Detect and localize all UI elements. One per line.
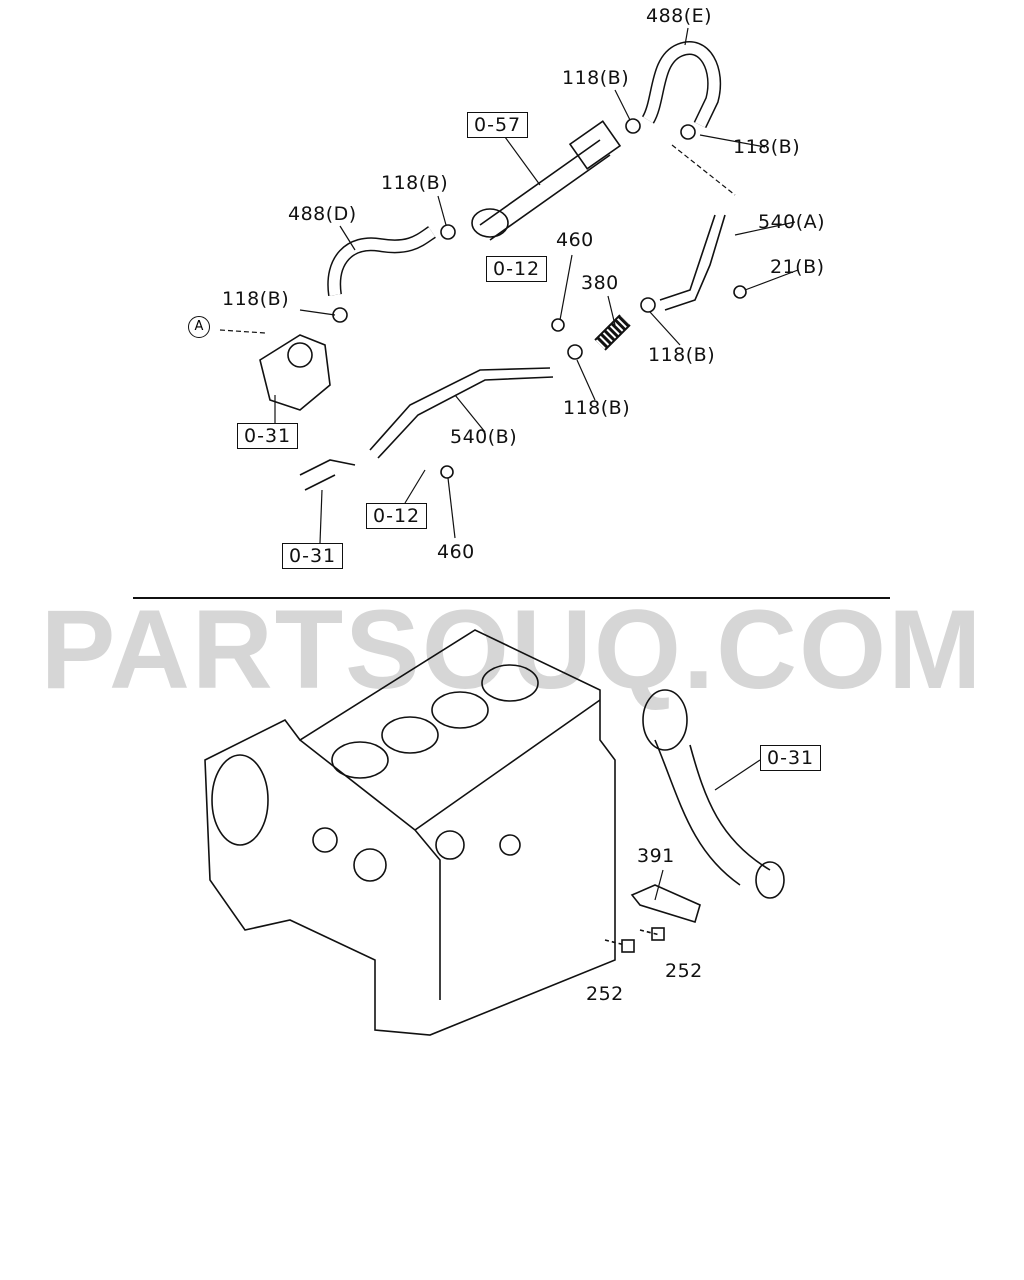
ref-box-0-31[interactable]: 0-31 bbox=[282, 543, 344, 569]
bolt-252 bbox=[621, 939, 635, 953]
ref-box-0-31[interactable]: 0-31 bbox=[237, 423, 299, 449]
callout-118b: 118(B) bbox=[648, 344, 716, 366]
callout-118b: 118(B) bbox=[222, 288, 290, 310]
pipe-540a bbox=[659, 214, 726, 311]
water-pipe-031 bbox=[654, 739, 771, 886]
pipe-540b bbox=[369, 367, 554, 459]
ref-box-0-12[interactable]: 0-12 bbox=[366, 503, 428, 529]
flange bbox=[471, 208, 509, 238]
callout-391: 391 bbox=[637, 845, 675, 867]
clamps bbox=[332, 118, 747, 479]
fitting-031 bbox=[299, 459, 356, 491]
bolt-252 bbox=[651, 927, 665, 941]
callout-540a: 540(A) bbox=[758, 211, 826, 233]
callout-460: 460 bbox=[556, 229, 594, 251]
callout-118b: 118(B) bbox=[563, 397, 631, 419]
ref-box-0-57[interactable]: 0-57 bbox=[467, 112, 529, 138]
ref-box-0-31[interactable]: 0-31 bbox=[760, 745, 822, 771]
callout-21b: 21(B) bbox=[770, 256, 825, 278]
callout-118b: 118(B) bbox=[381, 172, 449, 194]
callout-252: 252 bbox=[586, 983, 624, 1005]
callout-540b: 540(B) bbox=[450, 426, 518, 448]
callout-380: 380 bbox=[581, 272, 619, 294]
callout-252: 252 bbox=[665, 960, 703, 982]
callout-488e: 488(E) bbox=[646, 5, 713, 27]
ref-box-0-12[interactable]: 0-12 bbox=[486, 256, 548, 282]
watermark: PARTSOUQ.COM bbox=[40, 587, 984, 712]
thermostat-housing bbox=[259, 334, 331, 411]
callout-118b: 118(B) bbox=[733, 136, 801, 158]
callout-118b: 118(B) bbox=[562, 67, 630, 89]
circle-marker-a: A bbox=[188, 316, 210, 338]
leader-lines bbox=[219, 27, 799, 901]
gasket-391 bbox=[630, 884, 701, 924]
callout-488d: 488(D) bbox=[288, 203, 357, 225]
engine-block bbox=[204, 629, 616, 1036]
pipe-057 bbox=[479, 139, 611, 241]
callout-460: 460 bbox=[437, 541, 475, 563]
